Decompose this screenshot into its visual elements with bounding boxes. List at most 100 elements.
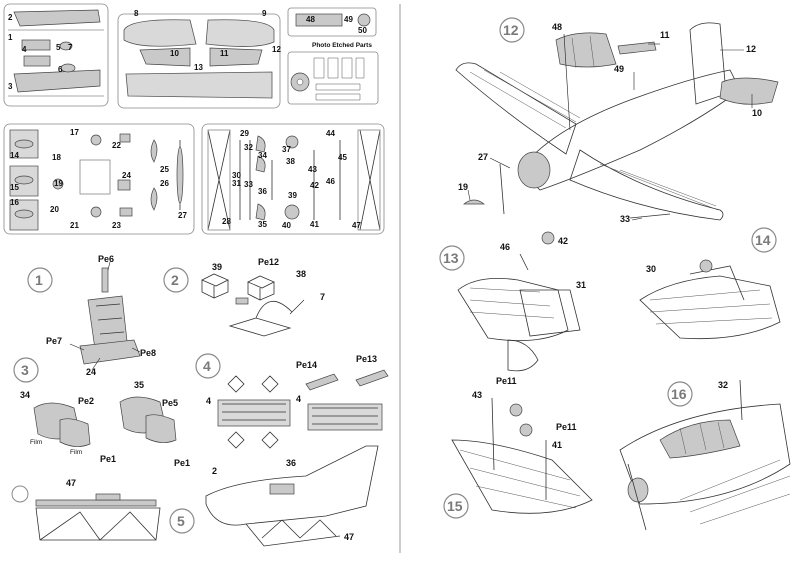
sprue-d-label-38: 38 [286, 157, 295, 166]
sprue-a-label-7: 7 [68, 43, 73, 52]
step-13: 13 46 42 31 [439, 231, 586, 372]
step-2: 2 39 Pe12 38 7 [163, 257, 325, 337]
sprue-a-label-1: 1 [8, 33, 13, 42]
step-1-badge [27, 267, 53, 293]
sprue-a-label-6: 6 [58, 65, 63, 74]
step-12-p10: 10 [752, 108, 762, 118]
step-12-p19: 19 [458, 182, 468, 192]
sprue-d-label-39: 39 [288, 191, 297, 200]
panel-label-50: 50 [358, 26, 367, 35]
step-2-p39: 39 [212, 262, 222, 272]
step-5-p2: 2 [212, 466, 217, 476]
step-3-pe1-b: Pe1 [174, 458, 190, 468]
sprue-a-label-5: 5 [56, 43, 61, 52]
sprue-d-label-30: 30 [232, 171, 241, 180]
sprue-d-label-34: 34 [258, 151, 267, 160]
sprue-d-label-29: 29 [240, 129, 249, 138]
step-1-pe8: Pe8 [140, 348, 156, 358]
step-1-pe7: Pe7 [46, 336, 62, 346]
sprue-d-label-40: 40 [282, 221, 291, 230]
sprue-d-label-32: 32 [244, 143, 253, 152]
panel-label-49: 49 [344, 15, 353, 24]
step-3-pe1-a: Pe1 [100, 454, 116, 464]
sprue-c-label-15: 15 [10, 183, 19, 192]
step-14: 14 30 [639, 227, 781, 340]
sprue-b-label-9: 9 [262, 9, 267, 18]
sprue-d-label-37: 37 [282, 145, 291, 154]
sprue-b: 8 9 10 11 12 13 [117, 9, 281, 109]
sprue-d-label-31: 31 [232, 179, 241, 188]
step-15-pe11-a: Pe11 [496, 376, 517, 386]
sprue-c-label-22: 22 [112, 141, 121, 150]
sprue-d-label-36: 36 [258, 187, 267, 196]
sprue-c-label-18: 18 [52, 153, 61, 162]
sprue-d-label-41: 41 [310, 220, 319, 229]
sprue-d-label-46: 46 [326, 177, 335, 186]
step-13-number: 13 [443, 250, 459, 266]
sprue-c-label-23: 23 [112, 221, 121, 230]
sprue-c-label-26: 26 [160, 179, 169, 188]
step-13-p46: 46 [500, 242, 510, 252]
step-3-p35: 35 [134, 380, 144, 390]
step-2-number: 2 [171, 272, 179, 288]
step-12-p11: 11 [660, 30, 670, 40]
step-15-p43: 43 [472, 390, 482, 400]
step-1-p24: 24 [86, 367, 96, 377]
step-2-badge [163, 267, 189, 293]
sprue-c-label-27: 27 [178, 211, 187, 220]
step-5-p36: 36 [286, 458, 296, 468]
step-16-number: 16 [671, 386, 687, 402]
step-15-p41: 41 [552, 440, 562, 450]
step-4-badge [195, 353, 221, 379]
step-2-p7: 7 [320, 292, 325, 302]
step-15-badge [443, 493, 469, 519]
step-3: 3 34 Pe2 Film Film Pe1 35 Pe5 Pe1 [13, 357, 190, 468]
sprue-d-label-45: 45 [338, 153, 347, 162]
step-3-pe2: Pe2 [78, 396, 94, 406]
step-2-pe12: Pe12 [258, 257, 279, 267]
sprue-d-label-43: 43 [308, 165, 317, 174]
step-14-p30: 30 [646, 264, 656, 274]
step-4-pe13: Pe13 [356, 354, 377, 364]
sprue-c-label-25: 25 [160, 165, 169, 174]
step-14-number: 14 [755, 232, 771, 248]
step-1-number: 1 [35, 272, 43, 288]
step-12-p33: 33 [620, 214, 630, 224]
step-4-p4-b: 4 [296, 394, 301, 404]
step-5-p47-b: 47 [344, 532, 354, 542]
step-16: 16 32 [619, 379, 791, 531]
step-5: 47 5 2 36 47 [11, 445, 379, 547]
step-4: 4 Pe14 Pe13 4 4 [195, 353, 389, 449]
step-15: 15 43 Pe11 Pe11 41 [443, 376, 593, 519]
step-12: 12 48 11 12 49 10 27 [455, 17, 779, 224]
step-1-pe6: Pe6 [98, 254, 114, 264]
sprue-d: 29 28 30 31 32 33 34 35 36 37 38 39 40 4… [201, 123, 385, 235]
step-13-badge [439, 245, 465, 271]
sprue-d-label-42: 42 [310, 181, 319, 190]
sprue-d-label-47: 47 [352, 221, 361, 230]
sprue-c-label-24: 24 [122, 171, 131, 180]
sprue-a-label-4: 4 [22, 45, 27, 54]
sprue-b-label-12: 12 [272, 45, 281, 54]
panel-label-48: 48 [306, 15, 315, 24]
step-3-p34: 34 [20, 390, 30, 400]
step-5-p47-a: 47 [66, 478, 76, 488]
step-3-film-b: Film [70, 449, 82, 456]
step-13-p42: 42 [558, 236, 568, 246]
sprue-c-label-17: 17 [70, 128, 79, 137]
sprue-c-label-20: 20 [50, 205, 59, 214]
sprue-a-label-2: 2 [8, 13, 13, 22]
sprue-c-label-14: 14 [10, 151, 19, 160]
step-4-number: 4 [203, 358, 211, 374]
sprue-d-label-33: 33 [244, 180, 253, 189]
step-12-p27: 27 [478, 152, 488, 162]
step-12-badge [499, 17, 525, 43]
step-3-pe5: Pe5 [162, 398, 178, 408]
sprue-b-label-10: 10 [170, 49, 179, 58]
sprue-a-label-3: 3 [8, 82, 13, 91]
step-16-badge [667, 381, 693, 407]
sprue-c-label-19: 19 [54, 179, 63, 188]
sprue-b-label-11: 11 [220, 49, 229, 58]
step-15-number: 15 [447, 498, 463, 514]
